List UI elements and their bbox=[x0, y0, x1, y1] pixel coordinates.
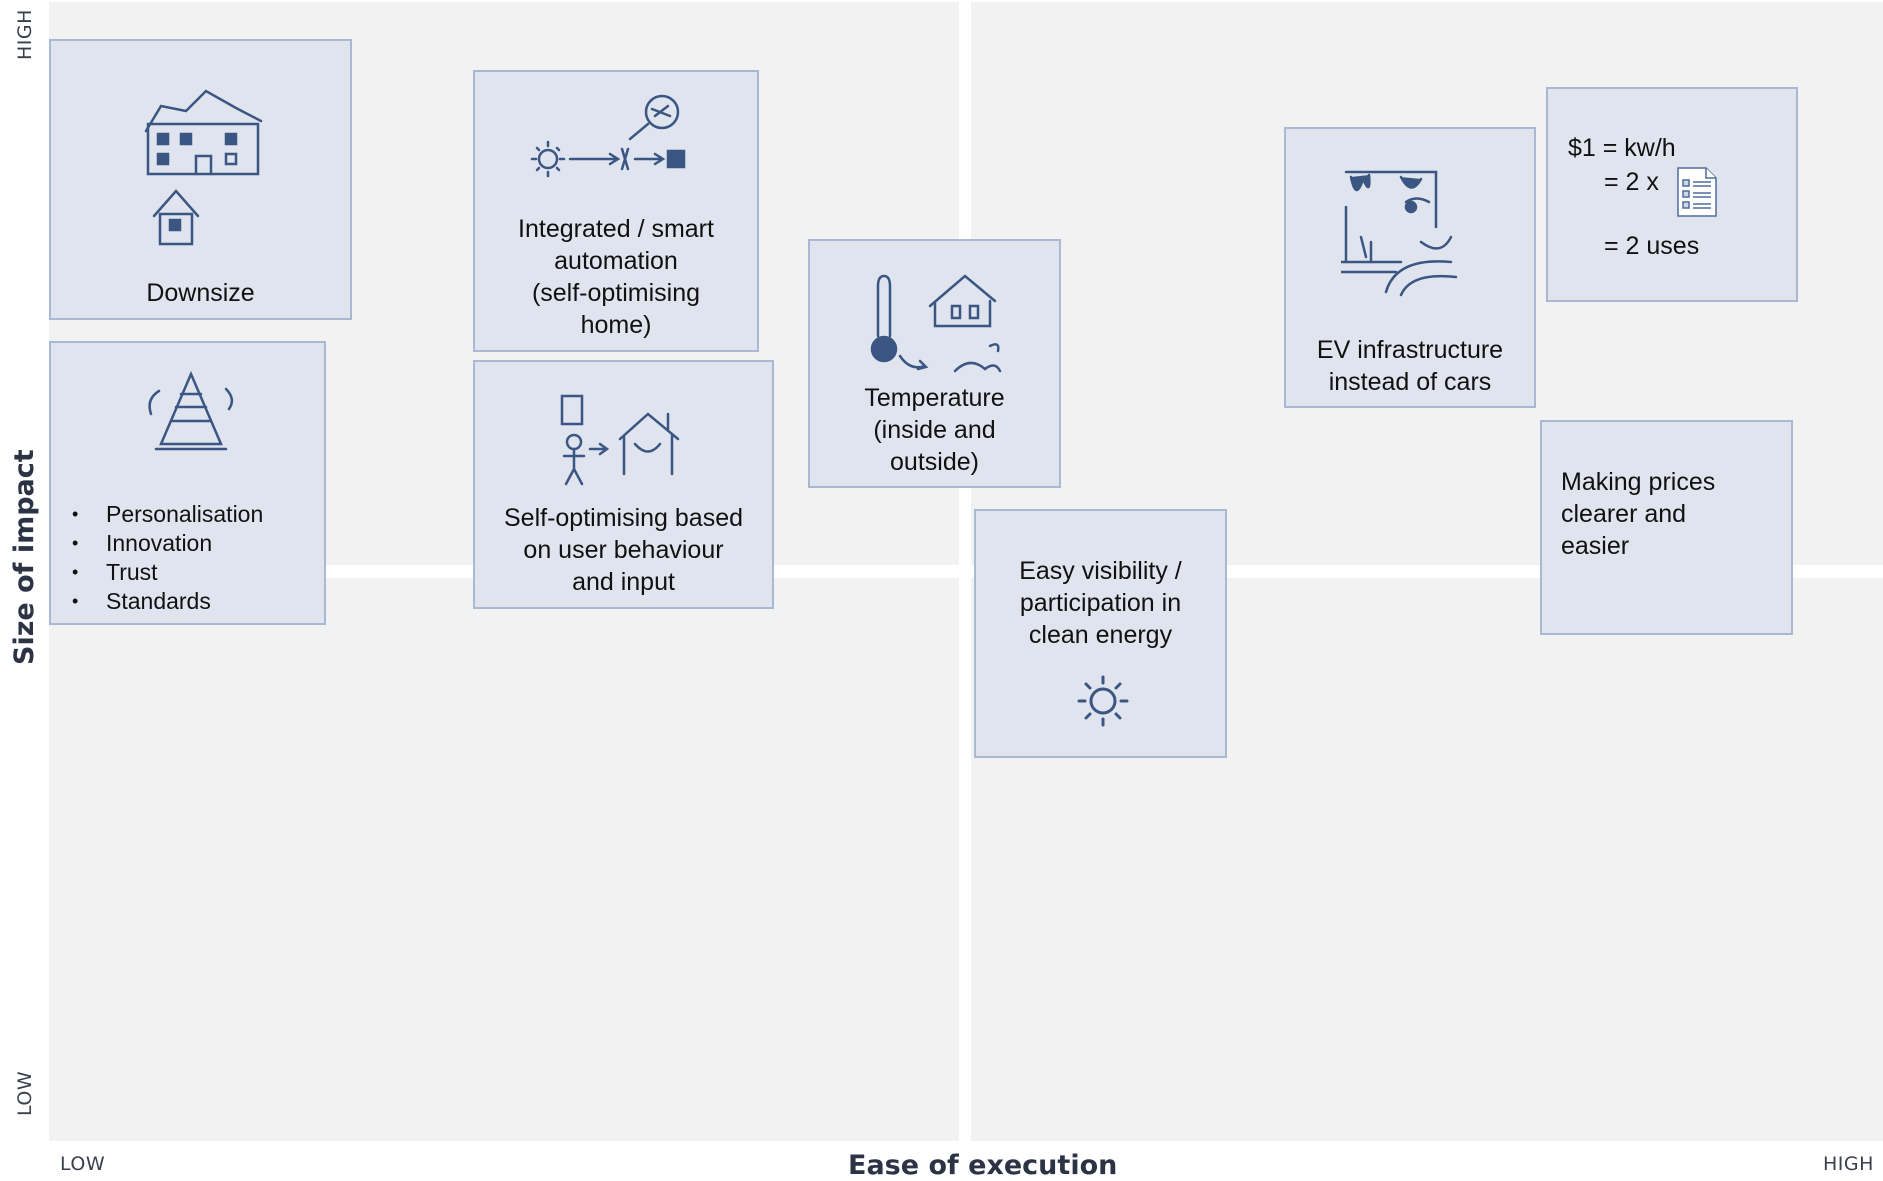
document-icon bbox=[1676, 166, 1718, 218]
y-axis-low-label: LOW bbox=[14, 1070, 36, 1116]
temperature-line-2: (inside and bbox=[873, 416, 996, 444]
y-axis-title: Size of impact bbox=[9, 449, 40, 665]
prices-line-2: clearer and bbox=[1561, 500, 1687, 528]
smart-automation-line-3: (self-optimising bbox=[531, 279, 701, 307]
x-axis-low-label: LOW bbox=[60, 1153, 106, 1175]
visibility-line-2: participation in bbox=[1019, 589, 1182, 617]
card-visibility: Easy visibility / participation in clean… bbox=[974, 509, 1227, 758]
card-ev-infrastructure: EV infrastructure instead of cars bbox=[1284, 127, 1536, 408]
prices-line-3: easier bbox=[1561, 532, 1630, 560]
x-axis-title: Ease of execution bbox=[848, 1150, 1118, 1181]
card-foundations: Personalisation Innovation Trust Standar… bbox=[49, 341, 326, 625]
list-item: Innovation bbox=[72, 529, 263, 558]
visibility-line-1: Easy visibility / bbox=[1019, 557, 1182, 585]
ev-line-2: instead of cars bbox=[1328, 368, 1492, 396]
houses-sketch-icon bbox=[136, 86, 276, 246]
card-downsize: Downsize bbox=[49, 39, 352, 320]
thermometer-house-sketch-icon bbox=[870, 261, 1010, 381]
sun-icon bbox=[1068, 671, 1138, 731]
card-temperature: Temperature (inside and outside) bbox=[808, 239, 1061, 488]
temperature-line-1: Temperature bbox=[864, 384, 1005, 412]
card-self-optimising: Self-optimising based on user behaviour … bbox=[473, 360, 774, 609]
card-smart-automation: Integrated / smart automation (self-opti… bbox=[473, 70, 759, 352]
card-pricing: $1 = kw/h = 2 x = 2 uses bbox=[1546, 87, 1798, 302]
prices-line-1: Making prices bbox=[1561, 468, 1716, 496]
smart-automation-line-2: automation bbox=[554, 247, 678, 275]
ev-line-1: EV infrastructure bbox=[1316, 336, 1504, 364]
list-item: Personalisation bbox=[72, 500, 263, 529]
pricing-line-1: $1 = kw/h bbox=[1568, 134, 1676, 162]
self-optimising-line-3: and input bbox=[572, 568, 675, 596]
visibility-line-3: clean energy bbox=[1028, 621, 1173, 649]
smart-automation-line-1: Integrated / smart bbox=[518, 215, 714, 243]
downsize-label: Downsize bbox=[146, 279, 255, 307]
sun-arrow-sketch-icon bbox=[530, 94, 710, 189]
list-item: Trust bbox=[72, 558, 263, 587]
temperature-line-3: outside) bbox=[890, 448, 979, 476]
quadrant-bottom-left bbox=[49, 578, 959, 1141]
foundations-list: Personalisation Innovation Trust Standar… bbox=[72, 500, 263, 616]
list-item: Standards bbox=[72, 587, 263, 616]
pricing-line-2: = 2 x bbox=[1604, 168, 1659, 196]
x-axis-high-label: HIGH bbox=[1823, 1153, 1874, 1175]
pricing-line-3: = 2 uses bbox=[1604, 232, 1700, 260]
person-house-sketch-icon bbox=[560, 394, 690, 489]
road-sketch-icon bbox=[1341, 167, 1471, 297]
self-optimising-line-1: Self-optimising based bbox=[503, 504, 743, 532]
y-axis-high-label: HIGH bbox=[14, 9, 36, 60]
pyramid-sketch-icon bbox=[141, 369, 241, 459]
self-optimising-line-2: on user behaviour bbox=[523, 536, 724, 564]
smart-automation-line-4: home) bbox=[580, 311, 652, 339]
card-prices-clearer: Making prices clearer and easier bbox=[1540, 420, 1793, 635]
